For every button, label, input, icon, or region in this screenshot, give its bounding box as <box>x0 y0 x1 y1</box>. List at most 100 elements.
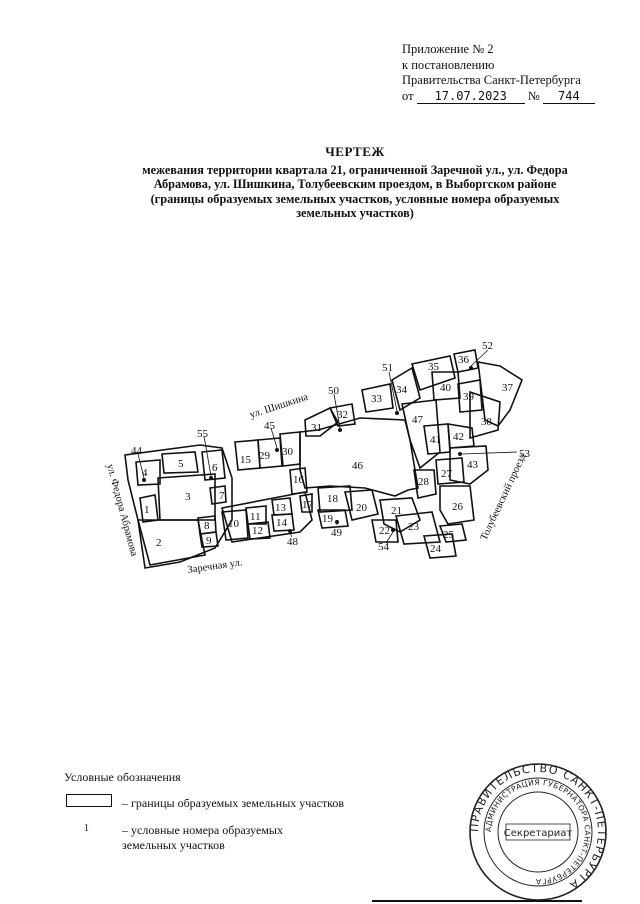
parcel-outline-19 <box>317 509 349 529</box>
bottom-rule <box>372 900 582 902</box>
parcel-number-15: 15 <box>240 454 252 466</box>
parcel-outline-14 <box>271 513 295 532</box>
parcel-numbers: 1 2 3 4 5 6 7 8 9 10 11 12 13 14 15 16 1… <box>131 340 531 555</box>
legend-number-text: – условные номера образуемых земельных у… <box>122 823 322 853</box>
official-seal: ПРАВИТЕЛЬСТВО САНКТ-ПЕТЕРБУРГА АДМИНИСТР… <box>468 762 607 901</box>
parcel-number-49: 49 <box>331 527 343 539</box>
parcel-outline-25 <box>438 523 468 543</box>
parcel-number-43: 43 <box>467 459 479 471</box>
legend-number-sample: 1 <box>84 823 89 834</box>
parcel-outline-37 <box>477 361 523 427</box>
parcel-number-20: 20 <box>356 502 368 514</box>
parcel-number-17: 17 <box>302 499 314 511</box>
parcel-number-33: 33 <box>371 393 383 405</box>
parcel-outline-south-middle <box>220 491 313 543</box>
parcel-outline-7 <box>209 485 227 505</box>
leader-lines <box>137 349 518 544</box>
parcel-outline-9 <box>199 531 219 548</box>
parcel-boundaries <box>124 349 523 569</box>
parcel-number-23: 23 <box>408 521 420 533</box>
parcel-outline-10 <box>221 509 249 541</box>
parcel-outline-12 <box>247 521 271 540</box>
parcel-outline-32 <box>328 403 356 427</box>
parcel-outline-4 <box>135 459 161 486</box>
parcel-number-32: 32 <box>337 409 348 421</box>
title-heading: ЧЕРТЕЖ <box>325 144 385 159</box>
parcel-point-markers <box>142 366 473 533</box>
marker-45 <box>275 448 279 452</box>
parcel-number-29: 29 <box>259 450 271 462</box>
parcel-outline-18 <box>317 485 353 513</box>
parcel-number-11: 11 <box>250 511 261 523</box>
marker-50 <box>338 428 342 432</box>
appendix-line-2: к постановлению <box>402 57 495 72</box>
parcel-number-54: 54 <box>378 541 390 553</box>
parcel-outline-11 <box>245 505 267 525</box>
parcel-number-21: 21 <box>391 505 402 517</box>
marker-44 <box>142 478 146 482</box>
parcel-number-5: 5 <box>178 458 184 470</box>
parcel-number-51: 51 <box>382 362 393 374</box>
appendix-date-line: от 17.07.2023 № 744 <box>402 89 595 105</box>
parcel-number-25: 25 <box>443 529 455 541</box>
seal-center-text: Секретариат <box>504 828 573 839</box>
parcel-number-30: 30 <box>282 446 294 458</box>
title-line-4: земельных участков) <box>296 206 414 221</box>
parcel-outline-46 <box>299 417 419 497</box>
street-abramova: ул. Федора Абрамова <box>104 463 139 558</box>
parcel-number-34: 34 <box>396 384 408 396</box>
title-line-3: (границы образуемых земельных участков, … <box>150 191 560 206</box>
parcel-outline-23 <box>394 511 442 545</box>
parcel-number-4: 4 <box>142 467 148 479</box>
parcel-outline-47 <box>401 399 441 470</box>
parcel-number-2: 2 <box>156 537 162 549</box>
parcel-outline-34 <box>391 366 421 412</box>
title-line-1: межевания территории квартала 21, ограни… <box>142 162 568 177</box>
decree-number: 744 <box>542 89 595 104</box>
parcel-number-8: 8 <box>204 520 210 532</box>
parcel-outline-west <box>124 444 233 569</box>
parcel-number-42: 42 <box>453 431 464 443</box>
parcel-number-24: 24 <box>430 543 442 555</box>
parcel-number-47: 47 <box>412 414 424 426</box>
marker-49 <box>335 520 339 524</box>
document-title: ЧЕРТЕЖ межевания территории квартала 21,… <box>60 144 640 221</box>
parcel-outline-35 <box>410 355 456 392</box>
marker-52 <box>469 366 473 370</box>
number-label: № <box>527 88 540 103</box>
parcel-number-52: 52 <box>482 340 493 352</box>
decree-date: 17.07.2023 <box>416 89 525 104</box>
parcel-number-3: 3 <box>185 491 191 503</box>
street-tolubeevsky: Толубеевский проезд <box>479 451 529 542</box>
parcel-outline-27 <box>435 457 465 485</box>
parcel-number-40: 40 <box>440 382 452 394</box>
parcel-number-26: 26 <box>452 501 464 513</box>
parcel-number-12: 12 <box>252 525 263 537</box>
parcel-outline-2 <box>136 519 206 566</box>
parcel-number-6: 6 <box>212 462 218 474</box>
parcel-number-28: 28 <box>418 476 430 488</box>
parcel-outline-6 <box>201 449 226 481</box>
parcel-number-44: 44 <box>131 445 143 457</box>
title-line-2: Абрамова, ул. Шишкина, Толубеевским прое… <box>153 177 557 192</box>
parcel-outline-40 <box>431 371 461 401</box>
legend-boundary-text: – границы образуемых земельных участков <box>122 796 345 810</box>
parcel-number-9: 9 <box>206 535 212 547</box>
marker-51 <box>395 411 399 415</box>
street-zarechnaya: Заречная ул. <box>187 557 243 576</box>
parcel-number-45: 45 <box>264 420 276 432</box>
parcel-number-18: 18 <box>327 493 339 505</box>
appendix-line-3: Правительства Санкт-Петербурга <box>402 73 581 87</box>
marker-48 <box>288 529 292 533</box>
parcel-number-14: 14 <box>276 517 288 529</box>
parcel-outline-28 <box>413 469 437 499</box>
parcel-number-22: 22 <box>379 525 390 537</box>
legend-number-text-line-1: – условные номера образуемых <box>122 823 283 837</box>
parcel-number-46: 46 <box>352 460 364 472</box>
parcel-number-1: 1 <box>144 504 150 516</box>
parcel-number-39: 39 <box>463 391 475 403</box>
parcel-number-55: 55 <box>197 428 209 440</box>
parcel-outline-17 <box>299 493 313 513</box>
legend-boundary-sample <box>66 794 112 807</box>
